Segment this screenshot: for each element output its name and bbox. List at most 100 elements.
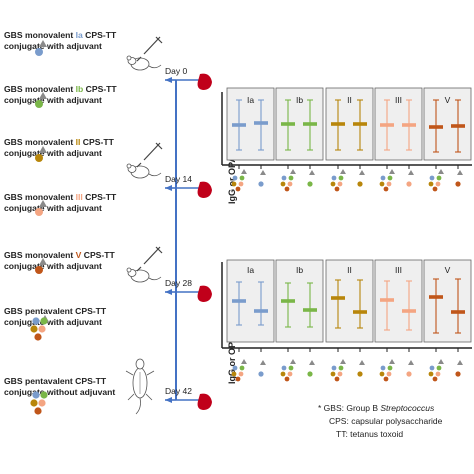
- antigen-dot-icon: [330, 371, 336, 377]
- timeline-ticks: [176, 79, 200, 401]
- antigen-dot-icon: [287, 181, 293, 187]
- antigen-dot-icon: [331, 365, 337, 371]
- antigen-dot-icon: [288, 365, 294, 371]
- adjuvant-triangle-icon: [389, 359, 395, 364]
- mouse-icon: [126, 267, 162, 283]
- antigen-dot-icon: [35, 100, 43, 108]
- antigen-dot-icon: [429, 365, 435, 371]
- antigen-dot-icon: [455, 371, 461, 377]
- syringe-icon: [136, 246, 163, 272]
- adjuvant-triangle-icon: [241, 169, 247, 174]
- adjuvant-triangle-icon: [39, 40, 47, 47]
- antigen-dot-icon: [34, 333, 42, 341]
- footnote-tt: TT: tetanus toxoid: [336, 429, 403, 439]
- footnote-cps: CPS: capsular polysaccharide: [329, 416, 443, 426]
- antigen-dot-icon: [284, 376, 290, 382]
- serotype-label: Ia: [247, 95, 254, 105]
- blood-drop-icon: [197, 73, 212, 90]
- adjuvant-triangle-icon: [260, 360, 266, 365]
- group-antigen-icons: [30, 40, 49, 415]
- mean-marker: [281, 299, 295, 303]
- antigen-dot-icon: [281, 365, 287, 371]
- mean-marker: [380, 123, 394, 127]
- antigen-dot-icon: [32, 391, 40, 399]
- antigen-dot-icon: [338, 365, 344, 371]
- adjuvant-triangle-icon: [39, 146, 47, 153]
- mean-marker: [451, 310, 465, 314]
- blood-drop-icon: [197, 393, 212, 410]
- antigen-dot-icon: [34, 407, 42, 415]
- antigen-dot-icon: [380, 365, 386, 371]
- antigen-dot-icon: [238, 181, 244, 187]
- day-label-42: Day 42: [165, 386, 192, 396]
- serotype-box: [423, 87, 472, 161]
- antigen-dot-icon: [455, 181, 461, 187]
- antigen-dot-icon: [379, 371, 385, 377]
- blood-drop-icon: [197, 285, 212, 302]
- adjuvant-triangle-icon: [359, 170, 365, 175]
- antigen-dot-icon: [35, 208, 43, 216]
- antigen-dot-icon: [338, 175, 344, 181]
- serotype-label: III: [395, 265, 402, 275]
- antigen-dot-icon: [357, 181, 363, 187]
- mean-marker: [331, 122, 345, 126]
- antigen-dot-icon: [35, 154, 43, 162]
- syringe-icon: [136, 142, 163, 168]
- antigen-dot-icon: [432, 376, 438, 382]
- adjuvant-triangle-icon: [309, 170, 315, 175]
- mean-marker: [331, 296, 345, 300]
- antigen-dot-icon: [287, 371, 293, 377]
- antigen-dot-icon: [435, 181, 441, 187]
- antigen-dot-icon: [387, 365, 393, 371]
- antigen-dot-icon: [330, 181, 336, 187]
- footnote-gbs: * GBS: Group B Streptococcus: [318, 403, 435, 413]
- day-label-0: Day 0: [165, 66, 187, 76]
- serotype-label: Ia: [247, 265, 254, 275]
- antigen-dot-icon: [436, 365, 442, 371]
- antigen-dot-icon: [383, 186, 389, 192]
- antigen-dot-icon: [406, 371, 412, 377]
- antigen-dot-icon: [337, 181, 343, 187]
- adjuvant-triangle-icon: [340, 359, 346, 364]
- antigen-dot-icon: [281, 175, 287, 181]
- antigen-dot-icon: [436, 175, 442, 181]
- antigen-dot-icon: [383, 376, 389, 382]
- mean-marker: [353, 310, 367, 314]
- antigen-dot-icon: [38, 325, 46, 333]
- serotype-label: II: [347, 95, 352, 105]
- antigen-dot-icon: [30, 325, 38, 333]
- adjuvant-triangle-icon: [290, 169, 296, 174]
- adjuvant-triangle-icon: [309, 360, 315, 365]
- antigen-dot-icon: [235, 186, 241, 192]
- antigen-dot-icon: [239, 365, 245, 371]
- mouse-icon: [126, 55, 162, 71]
- antigen-dot-icon: [35, 48, 43, 56]
- antigen-dot-icon: [32, 317, 40, 325]
- antigen-dot-icon: [432, 186, 438, 192]
- antigen-dot-icon: [231, 181, 237, 187]
- antigen-dot-icon: [232, 175, 238, 181]
- antigen-dot-icon: [288, 175, 294, 181]
- antigen-dot-icon: [429, 175, 435, 181]
- dissected-mouse-icon: [125, 358, 155, 415]
- mean-marker: [281, 122, 295, 126]
- blood-drops: [197, 73, 212, 410]
- antigen-dot-icon: [386, 371, 392, 377]
- antigen-dot-icon: [334, 376, 340, 382]
- mean-marker: [429, 125, 443, 129]
- adjuvant-triangle-icon: [359, 360, 365, 365]
- antigen-dot-icon: [428, 371, 434, 377]
- antigen-dot-icon: [231, 371, 237, 377]
- mean-marker: [402, 309, 416, 313]
- antigen-dot-icon: [238, 371, 244, 377]
- antigen-dot-icon: [380, 175, 386, 181]
- antigen-dot-icon: [40, 391, 48, 399]
